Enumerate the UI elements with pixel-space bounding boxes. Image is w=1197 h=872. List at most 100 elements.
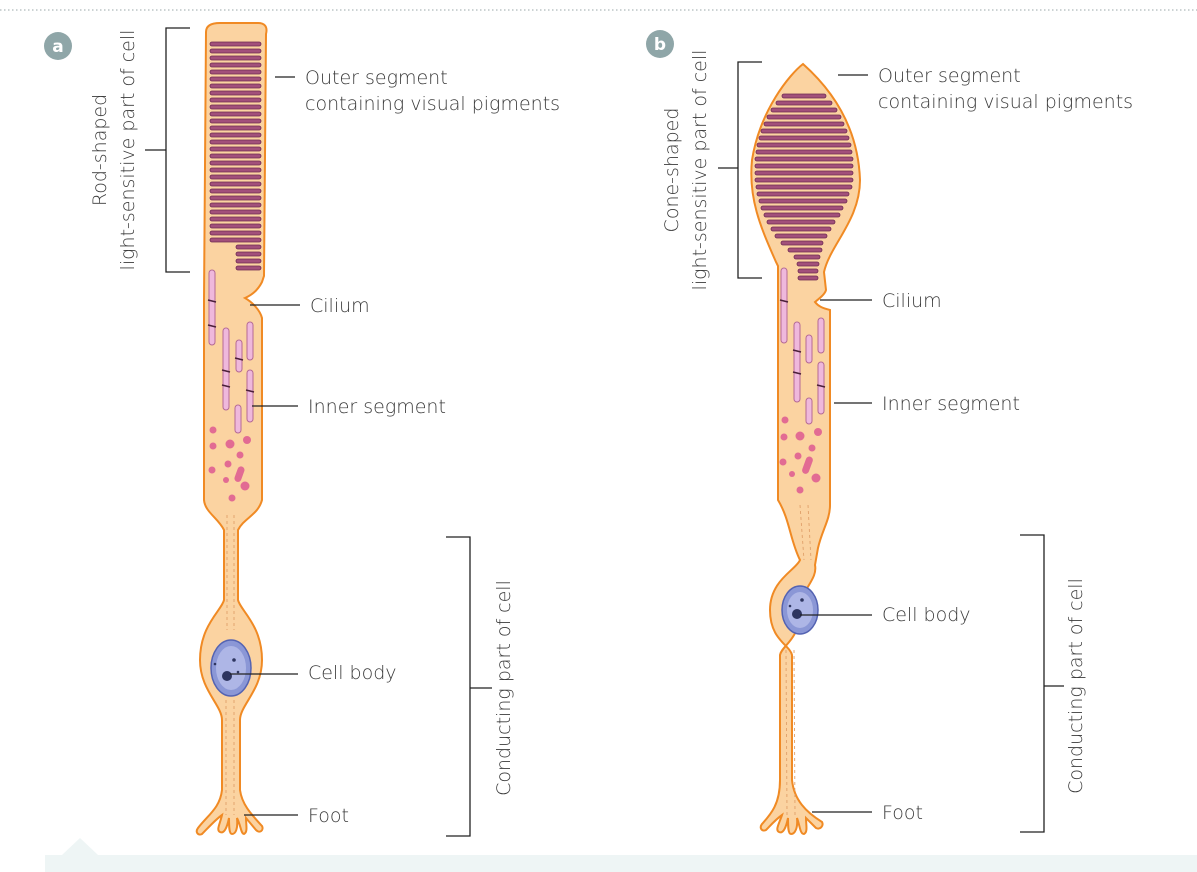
- cone-disc: [756, 191, 850, 197]
- rod-nucleus-inner: [216, 646, 246, 690]
- rod-disc: [209, 181, 262, 187]
- cone-bracket-label-line1: Cone-shaped: [661, 108, 683, 233]
- mito-crista: [245, 389, 255, 393]
- cone-mitochondria: [779, 267, 826, 425]
- rod-cell-outline: [195, 22, 268, 836]
- rod-disc: [235, 258, 262, 264]
- cone-disc: [787, 247, 823, 253]
- panel-b-badge-text: b: [654, 35, 666, 55]
- rod-outer-segment-label-line1: Outer segment: [305, 67, 448, 89]
- cone-disc: [763, 212, 841, 218]
- rod-chromatin: [232, 658, 236, 662]
- rod-bracket-label-line1: Rod-shaped: [89, 94, 111, 206]
- rod-disc: [209, 139, 262, 145]
- cone-conducting-bracket: [1020, 534, 1045, 833]
- cone-chromatin: [788, 604, 792, 608]
- rod-disc: [235, 251, 262, 257]
- bottom-panel-notch: [62, 838, 98, 855]
- granule: [225, 439, 235, 449]
- rod-cell-body-label: Cell body: [308, 662, 397, 684]
- cone-disc: [755, 149, 853, 155]
- cone-foot-label: Foot: [882, 802, 923, 824]
- mito-crista: [207, 299, 217, 303]
- mito-crista: [207, 324, 217, 328]
- cone-disc: [760, 128, 848, 134]
- cone-outer-segment-label-line1: Outer segment: [878, 65, 1021, 87]
- rod-disc: [209, 174, 262, 180]
- rod-inner-segment-label: Inner segment: [308, 396, 446, 418]
- granule: [779, 458, 787, 466]
- rod-granules: [208, 426, 251, 502]
- mito-crista: [221, 384, 231, 388]
- rod-disc: [235, 244, 262, 250]
- bottom-panel: [45, 855, 1197, 872]
- panel-a-rod: a: [44, 22, 560, 837]
- rod-disc: [209, 76, 262, 82]
- granule: [781, 416, 789, 424]
- rod-disc: [209, 83, 262, 89]
- cone-disc: [766, 219, 836, 225]
- cone-disc: [770, 107, 838, 113]
- mitochondrion: [234, 404, 242, 434]
- cone-disc: [754, 163, 854, 169]
- cone-disc: [797, 268, 819, 274]
- cone-disc: [760, 205, 844, 211]
- rod-disc: [209, 111, 262, 117]
- rod-disc: [209, 188, 262, 194]
- mitochondrion: [805, 334, 813, 364]
- rod-pigment-discs: [209, 41, 262, 271]
- rod-disc: [209, 237, 262, 243]
- granule: [802, 456, 813, 474]
- cone-nucleolus: [792, 609, 802, 619]
- granule: [236, 451, 244, 459]
- rod-disc: [209, 153, 262, 159]
- mitochondrion: [246, 321, 254, 361]
- mito-crista: [792, 371, 802, 375]
- granule: [234, 466, 245, 482]
- cone-chromatin: [800, 598, 804, 602]
- mitochondrion: [222, 327, 230, 411]
- cone-disc: [780, 240, 824, 246]
- mito-crista: [816, 384, 826, 388]
- rod-disc: [209, 146, 262, 152]
- cone-disc: [763, 121, 845, 127]
- rod-disc: [209, 125, 262, 131]
- rod-chromatin: [213, 662, 217, 666]
- cone-granules: [779, 416, 822, 494]
- rod-mitochondria: [207, 269, 255, 434]
- cone-disc: [793, 254, 821, 260]
- panel-b-cone: b: [646, 30, 1133, 836]
- mitochondrion: [208, 269, 216, 346]
- panel-a-badge-text: a: [52, 37, 63, 57]
- granule: [224, 460, 232, 468]
- mitochondrion: [805, 397, 813, 425]
- rod-disc: [209, 195, 262, 201]
- cone-disc: [754, 177, 854, 183]
- cone-disc: [758, 198, 848, 204]
- rod-disc: [209, 216, 262, 222]
- granule: [228, 494, 236, 502]
- rod-disc: [209, 209, 262, 215]
- rod-nucleolus: [222, 671, 232, 681]
- granule: [808, 444, 816, 452]
- rod-light-sensitive-bracket: [165, 27, 190, 273]
- mitochondrion: [817, 317, 825, 354]
- rod-disc: [209, 90, 262, 96]
- granule: [789, 471, 795, 477]
- rod-disc: [209, 223, 262, 229]
- granule: [209, 442, 217, 450]
- mitochondrion: [793, 321, 801, 403]
- rod-outer-segment-label-line2: containing visual pigments: [305, 93, 560, 115]
- granule: [240, 481, 250, 491]
- cone-cell-outline: [750, 62, 862, 836]
- cone-conducting-label: Conducting part of cell: [1065, 578, 1087, 794]
- rod-disc: [209, 202, 262, 208]
- cone-disc: [758, 135, 850, 141]
- cone-disc: [754, 156, 854, 162]
- rod-disc: [209, 97, 262, 103]
- rod-conducting-bracket: [446, 536, 471, 837]
- cone-light-sensitive-bracket: [737, 61, 762, 279]
- rod-disc: [209, 118, 262, 124]
- cone-inner-segment-label: Inner segment: [882, 393, 1020, 415]
